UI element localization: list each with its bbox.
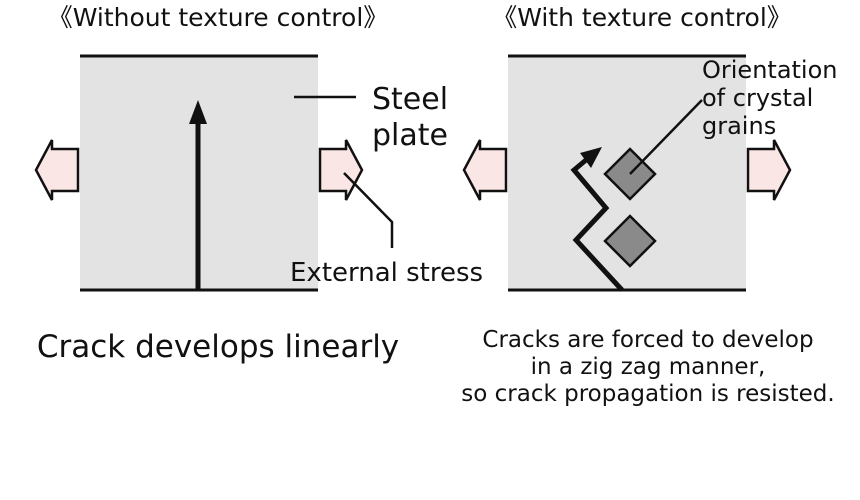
left-caption: Crack develops linearly xyxy=(37,329,399,365)
right-caption-line2: in a zig zag manner, xyxy=(531,354,766,380)
left-stress-arrow-right xyxy=(318,139,364,201)
right-heading: 《With texture control》 xyxy=(492,3,792,32)
right-stress-arrow-left xyxy=(462,139,508,201)
external-stress-label: External stress xyxy=(290,258,483,288)
left-heading: 《Without texture control》 xyxy=(48,3,389,32)
grain-orientation-label-line1: Orientation xyxy=(702,56,838,84)
crystal-grain-lower xyxy=(603,214,657,268)
zigzag-crack xyxy=(570,147,624,292)
right-caption-line3: so crack propagation is resisted. xyxy=(461,381,834,407)
left-stress-arrow-left xyxy=(34,139,80,201)
steel-plate-label-line2: plate xyxy=(372,118,448,153)
right-caption-line1: Cracks are forced to develop xyxy=(482,327,813,353)
steel-plate-label-line1: Steel xyxy=(372,82,448,117)
grain-orientation-leader-line xyxy=(629,99,703,175)
linear-crack xyxy=(189,100,207,290)
grain-orientation-label-line2: of crystal xyxy=(702,84,813,112)
external-stress-leader-line xyxy=(343,172,394,248)
right-stress-arrow-right xyxy=(746,139,792,201)
grain-orientation-label-line3: grains xyxy=(702,112,776,140)
